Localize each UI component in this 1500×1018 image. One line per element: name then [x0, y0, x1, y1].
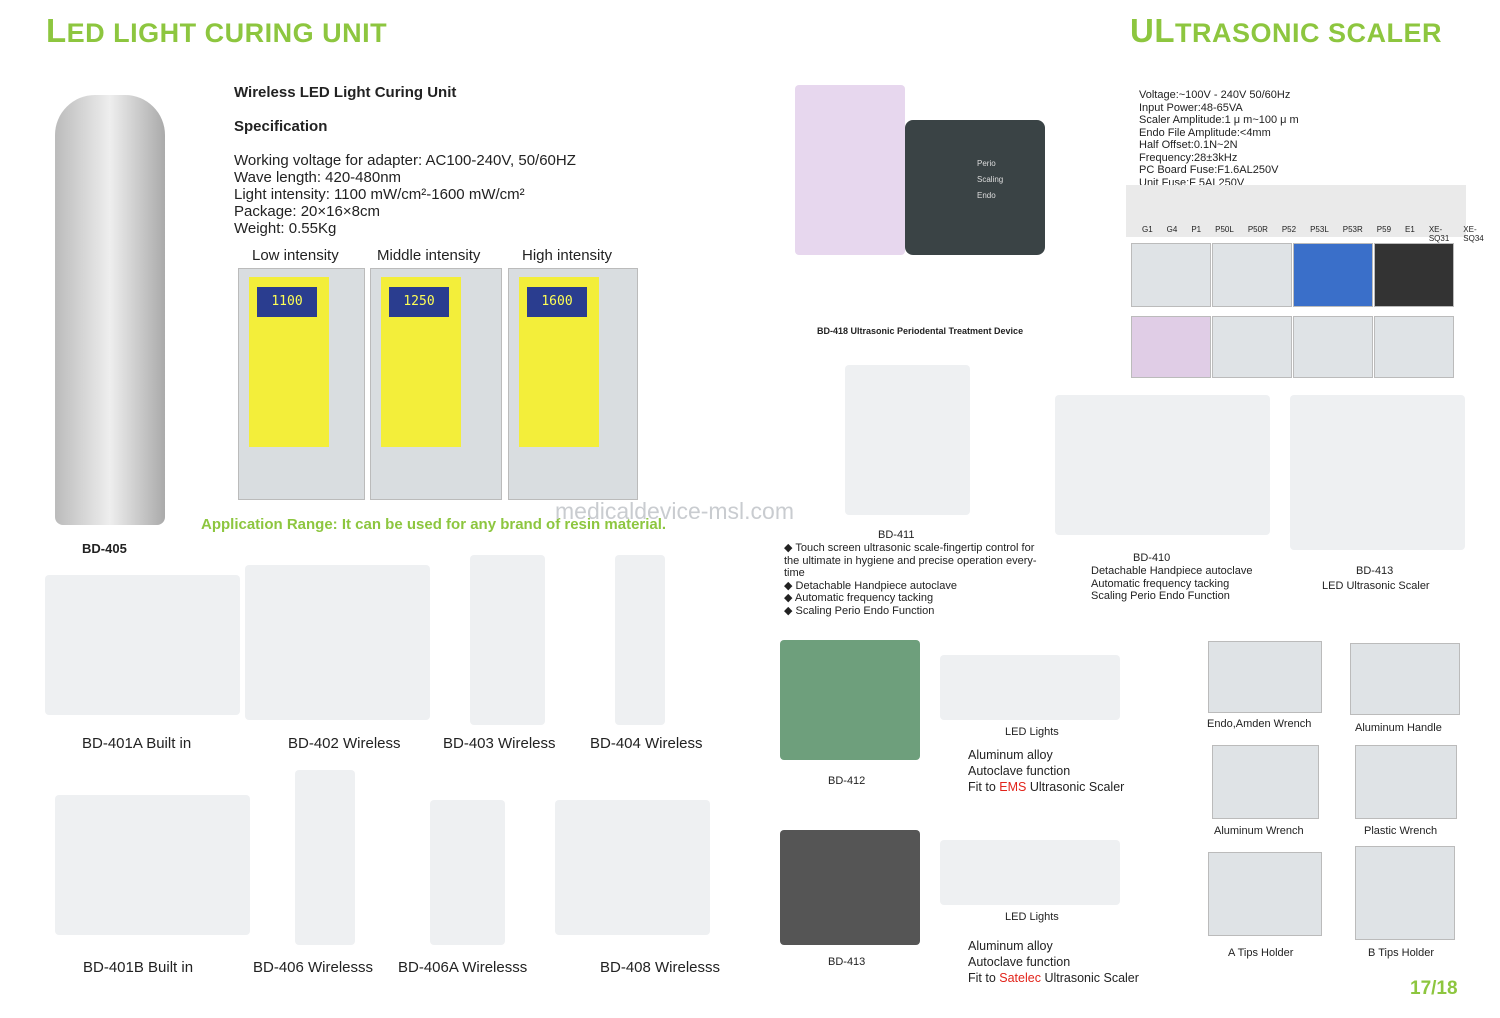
bd-401b-image — [55, 795, 250, 935]
bd-405-image — [55, 95, 165, 525]
model-label: BD-402 Wireless — [288, 735, 401, 752]
spec-item: Light intensity: 1100 mW/cm²-1600 mW/cm² — [234, 186, 525, 203]
accessory-label: Aluminum Wrench — [1214, 825, 1304, 837]
spec-list: Working voltage for adapter: AC100-240V,… — [234, 152, 576, 237]
model-label: BD-404 Wireless — [590, 735, 703, 752]
bd-411-label: BD-411 — [878, 529, 915, 541]
bd-413-desc: LED Ultrasonic Scaler — [1322, 580, 1430, 592]
accessory-photo — [1212, 243, 1292, 307]
model-label: BD-406 Wirelesss — [253, 959, 374, 976]
model-label: BD-401B Built in — [83, 959, 194, 976]
accessory-photo — [1293, 243, 1373, 307]
accessory-label: A Tips Holder — [1228, 947, 1294, 959]
spec-item: Weight: 0.55Kg — [234, 220, 337, 237]
bd-411-image — [845, 365, 970, 515]
spec-item: Wave length: 420-480nm — [234, 169, 402, 186]
b-tips-holder-image — [1355, 846, 1455, 940]
water-bottle-image — [795, 85, 905, 255]
led-lights-label: LED Lights — [1005, 911, 1059, 923]
accessory-label: Endo,Amden Wrench — [1207, 718, 1312, 730]
bd-406-image — [295, 770, 355, 945]
bd-402-image — [245, 565, 430, 720]
intensity-label: Low intensity — [252, 247, 339, 264]
endo-wrench-image — [1208, 641, 1322, 713]
low-intensity-photo: 1100 — [238, 268, 365, 500]
accessory-photo — [1212, 316, 1292, 378]
bd-410-label: BD-410 — [1133, 552, 1171, 564]
bd-404-image — [615, 555, 665, 725]
plastic-wrench-image — [1355, 745, 1457, 819]
high-intensity-photo: 1600 — [508, 268, 638, 500]
right-title: ULTRASONIC SCALER — [1130, 12, 1443, 49]
product-title: Wireless LED Light Curing Unit — [234, 84, 457, 101]
handpiece-image — [940, 840, 1120, 905]
model-label: BD-406A Wirelesss — [398, 959, 528, 976]
bd-413-label: BD-413 — [1356, 565, 1394, 577]
spec-item: Working voltage for adapter: AC100-240V,… — [234, 152, 576, 169]
model-label: BD-401A Built in — [82, 735, 192, 752]
bd-418-caption: BD-418 Ultrasonic Periodental Treatment … — [817, 326, 1024, 336]
aluminum-handle-image — [1350, 643, 1460, 715]
bd-401a-image — [45, 575, 240, 715]
accessory-label: Aluminum Handle — [1355, 722, 1442, 734]
bd-403-image — [470, 555, 545, 725]
intensity-label: Middle intensity — [377, 247, 481, 264]
bd-412-board-image — [780, 640, 920, 760]
intensity-label: High intensity — [522, 247, 613, 264]
accessory-photo — [1293, 316, 1373, 378]
bd-413-block-label: BD-413 — [828, 956, 866, 968]
accessory-photo — [1131, 316, 1211, 378]
spec-heading: Specification — [234, 118, 328, 135]
aluminum-wrench-image — [1212, 745, 1319, 819]
middle-intensity-photo: 1250 — [370, 268, 502, 500]
accessory-photo — [1374, 243, 1454, 307]
bd-408-image — [555, 800, 710, 935]
bd-413-image — [1290, 395, 1465, 550]
watermark: medicaldevice-msl.com — [555, 498, 795, 524]
bd-406a-image — [430, 800, 505, 945]
accessory-photo — [1374, 316, 1454, 378]
bd-413-board-image — [780, 830, 920, 945]
application-range: Application Range: It can be used for an… — [201, 516, 667, 533]
spec-item: Package: 20×16×8cm — [234, 203, 380, 220]
accessory-label: B Tips Holder — [1368, 947, 1435, 959]
page-number: 17/18 — [1410, 978, 1458, 999]
accessory-label: Plastic Wrench — [1364, 825, 1438, 837]
left-title: LED LIGHT CURING UNIT — [46, 12, 388, 49]
bd-411-features: Touch screen ultrasonic scale-fingertip … — [784, 542, 1044, 617]
a-tips-holder-image — [1208, 852, 1322, 936]
bd-410-image — [1055, 395, 1270, 535]
model-label: BD-403 Wireless — [443, 735, 556, 752]
accessory-photo — [1131, 243, 1211, 307]
handpiece-image — [940, 655, 1120, 720]
bd-412-label: BD-412 — [828, 775, 866, 787]
model-label: BD-408 Wirelesss — [600, 959, 721, 976]
bd-405-label: BD-405 — [82, 541, 127, 556]
led-lights-label: LED Lights — [1005, 726, 1059, 738]
